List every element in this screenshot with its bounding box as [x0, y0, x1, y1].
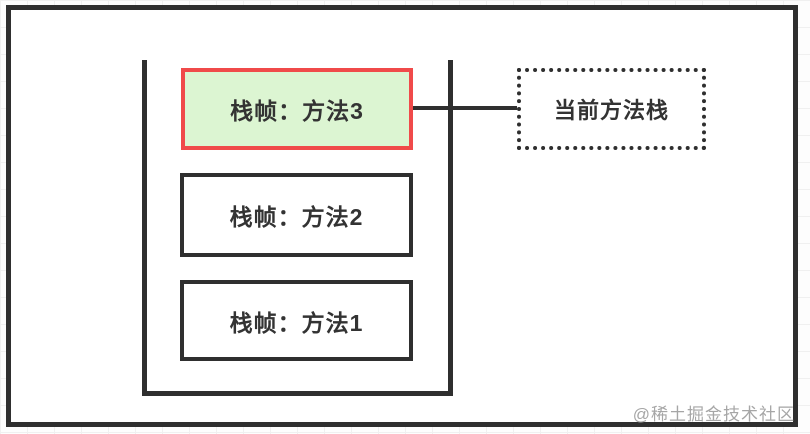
callout-label: 当前方法栈 [553, 98, 669, 123]
stack-frame-label: 栈帧：方法2 [229, 204, 364, 230]
watermark: @稀土掘金技术社区 [632, 405, 795, 424]
stack-frame-method3: 栈帧：方法3 [181, 68, 413, 150]
stack-frame-method2: 栈帧：方法2 [180, 173, 413, 257]
stack-container [142, 60, 453, 396]
stack-frame-label: 栈帧：方法3 [230, 98, 364, 124]
stack-frame-label: 栈帧：方法1 [229, 309, 364, 336]
connector-line [413, 106, 518, 110]
stack-frame-method1: 栈帧：方法1 [180, 280, 413, 361]
current-method-stack-callout: 当前方法栈 [517, 68, 706, 150]
